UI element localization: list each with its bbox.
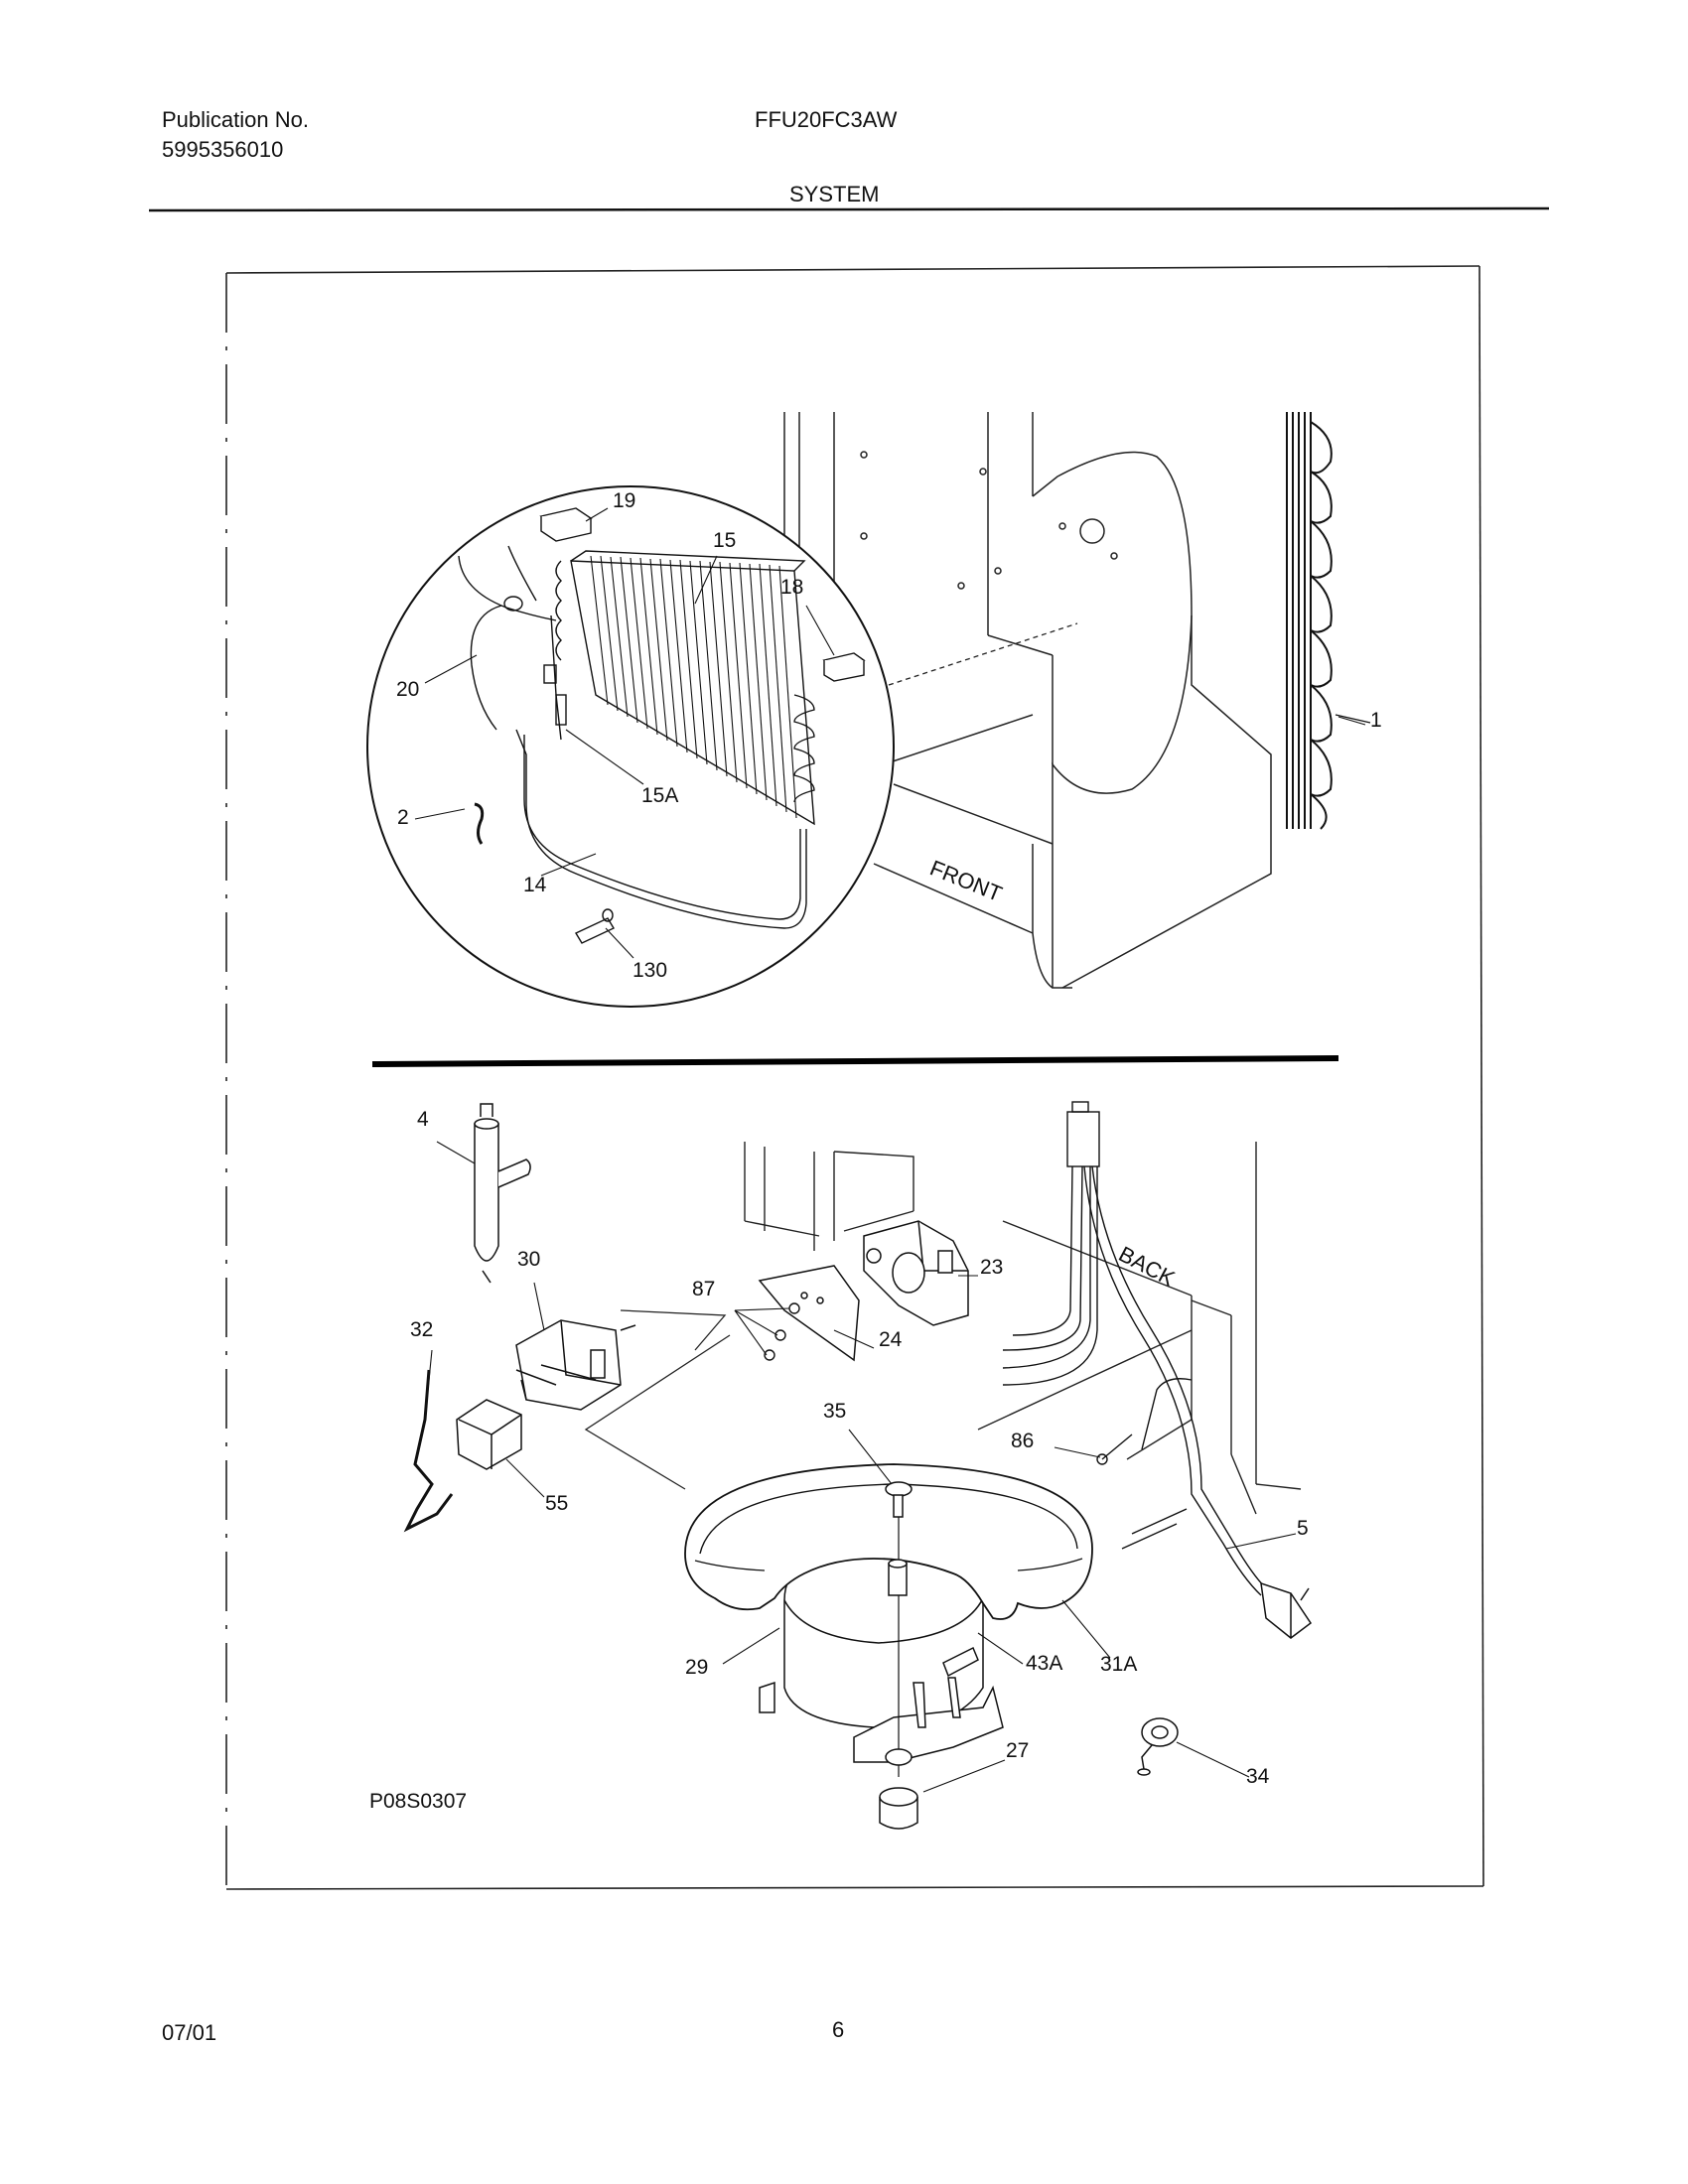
- drawing-code: P08S0307: [369, 1790, 468, 1813]
- diagram-frame: [225, 265, 1484, 1890]
- section-title: SYSTEM: [789, 182, 880, 206]
- callout-34: 43A: [1026, 1652, 1063, 1675]
- clip-part: [474, 802, 485, 845]
- callout-4: 4: [417, 1108, 429, 1131]
- callout-31a: 31A: [1100, 1653, 1138, 1676]
- publication-number: 5995356010: [162, 137, 284, 162]
- callout-15a: 15A: [641, 784, 679, 807]
- callout-5: 5: [1297, 1517, 1309, 1540]
- start-relay: [515, 1319, 636, 1411]
- model-number: FFU20FC3AW: [755, 107, 898, 132]
- publication-label: Publication No.: [162, 107, 309, 132]
- header-rule: [148, 206, 1550, 212]
- callout-23: 23: [980, 1256, 1004, 1279]
- callout-2: 2: [397, 806, 409, 829]
- callout-1: 1: [1370, 709, 1382, 732]
- machine-compartment: [744, 1142, 1302, 1515]
- callout-19: 19: [613, 489, 636, 512]
- callout-55: 55: [545, 1492, 569, 1515]
- callout-15: 15: [713, 529, 737, 552]
- callout-18: 18: [780, 576, 804, 599]
- callout-130: 130: [633, 959, 668, 982]
- compressor-shroud: [684, 1463, 1093, 1620]
- callout-14: 14: [523, 874, 547, 896]
- thermostat-wiring: [458, 545, 807, 929]
- wiring-harness: [1002, 1101, 1267, 1596]
- condenser-coil: [1286, 412, 1371, 830]
- tube-connector: [575, 908, 615, 944]
- compressor: [759, 1538, 1004, 1763]
- evaporator: [543, 550, 815, 826]
- page-number: 6: [832, 2017, 845, 2042]
- ground-wire: [403, 1369, 454, 1533]
- callout-20: 20: [396, 678, 420, 701]
- callout-30: 30: [517, 1248, 541, 1271]
- process-tubes: [1096, 1378, 1193, 1550]
- callout-29: 29: [685, 1656, 709, 1679]
- callout-86: 86: [1011, 1430, 1035, 1452]
- drain-pan-outline: [584, 1309, 731, 1490]
- callout-43a: 34: [1246, 1765, 1270, 1788]
- defrost-timer: [758, 1220, 969, 1362]
- footer-date: 07/01: [162, 2020, 217, 2045]
- tube-clamp: [1137, 1717, 1179, 1776]
- capacitor: [456, 1399, 522, 1470]
- callout-27: 27: [1006, 1739, 1030, 1762]
- detail-circle: [366, 485, 895, 1008]
- front-label: FRONT: [926, 855, 1006, 906]
- thermostat-blocks: [539, 507, 866, 682]
- callout-87: 87: [692, 1278, 716, 1300]
- callout-35: 35: [823, 1400, 847, 1423]
- power-plug: [1260, 1581, 1313, 1639]
- callout-24: 24: [879, 1328, 903, 1351]
- callout-32: 32: [410, 1318, 434, 1341]
- drier: [474, 1103, 531, 1284]
- leader-lines: [414, 507, 1366, 1793]
- section-divider: [371, 1055, 1339, 1067]
- back-label: BACK: [1115, 1241, 1180, 1291]
- mounting-hardware: [879, 1481, 918, 1830]
